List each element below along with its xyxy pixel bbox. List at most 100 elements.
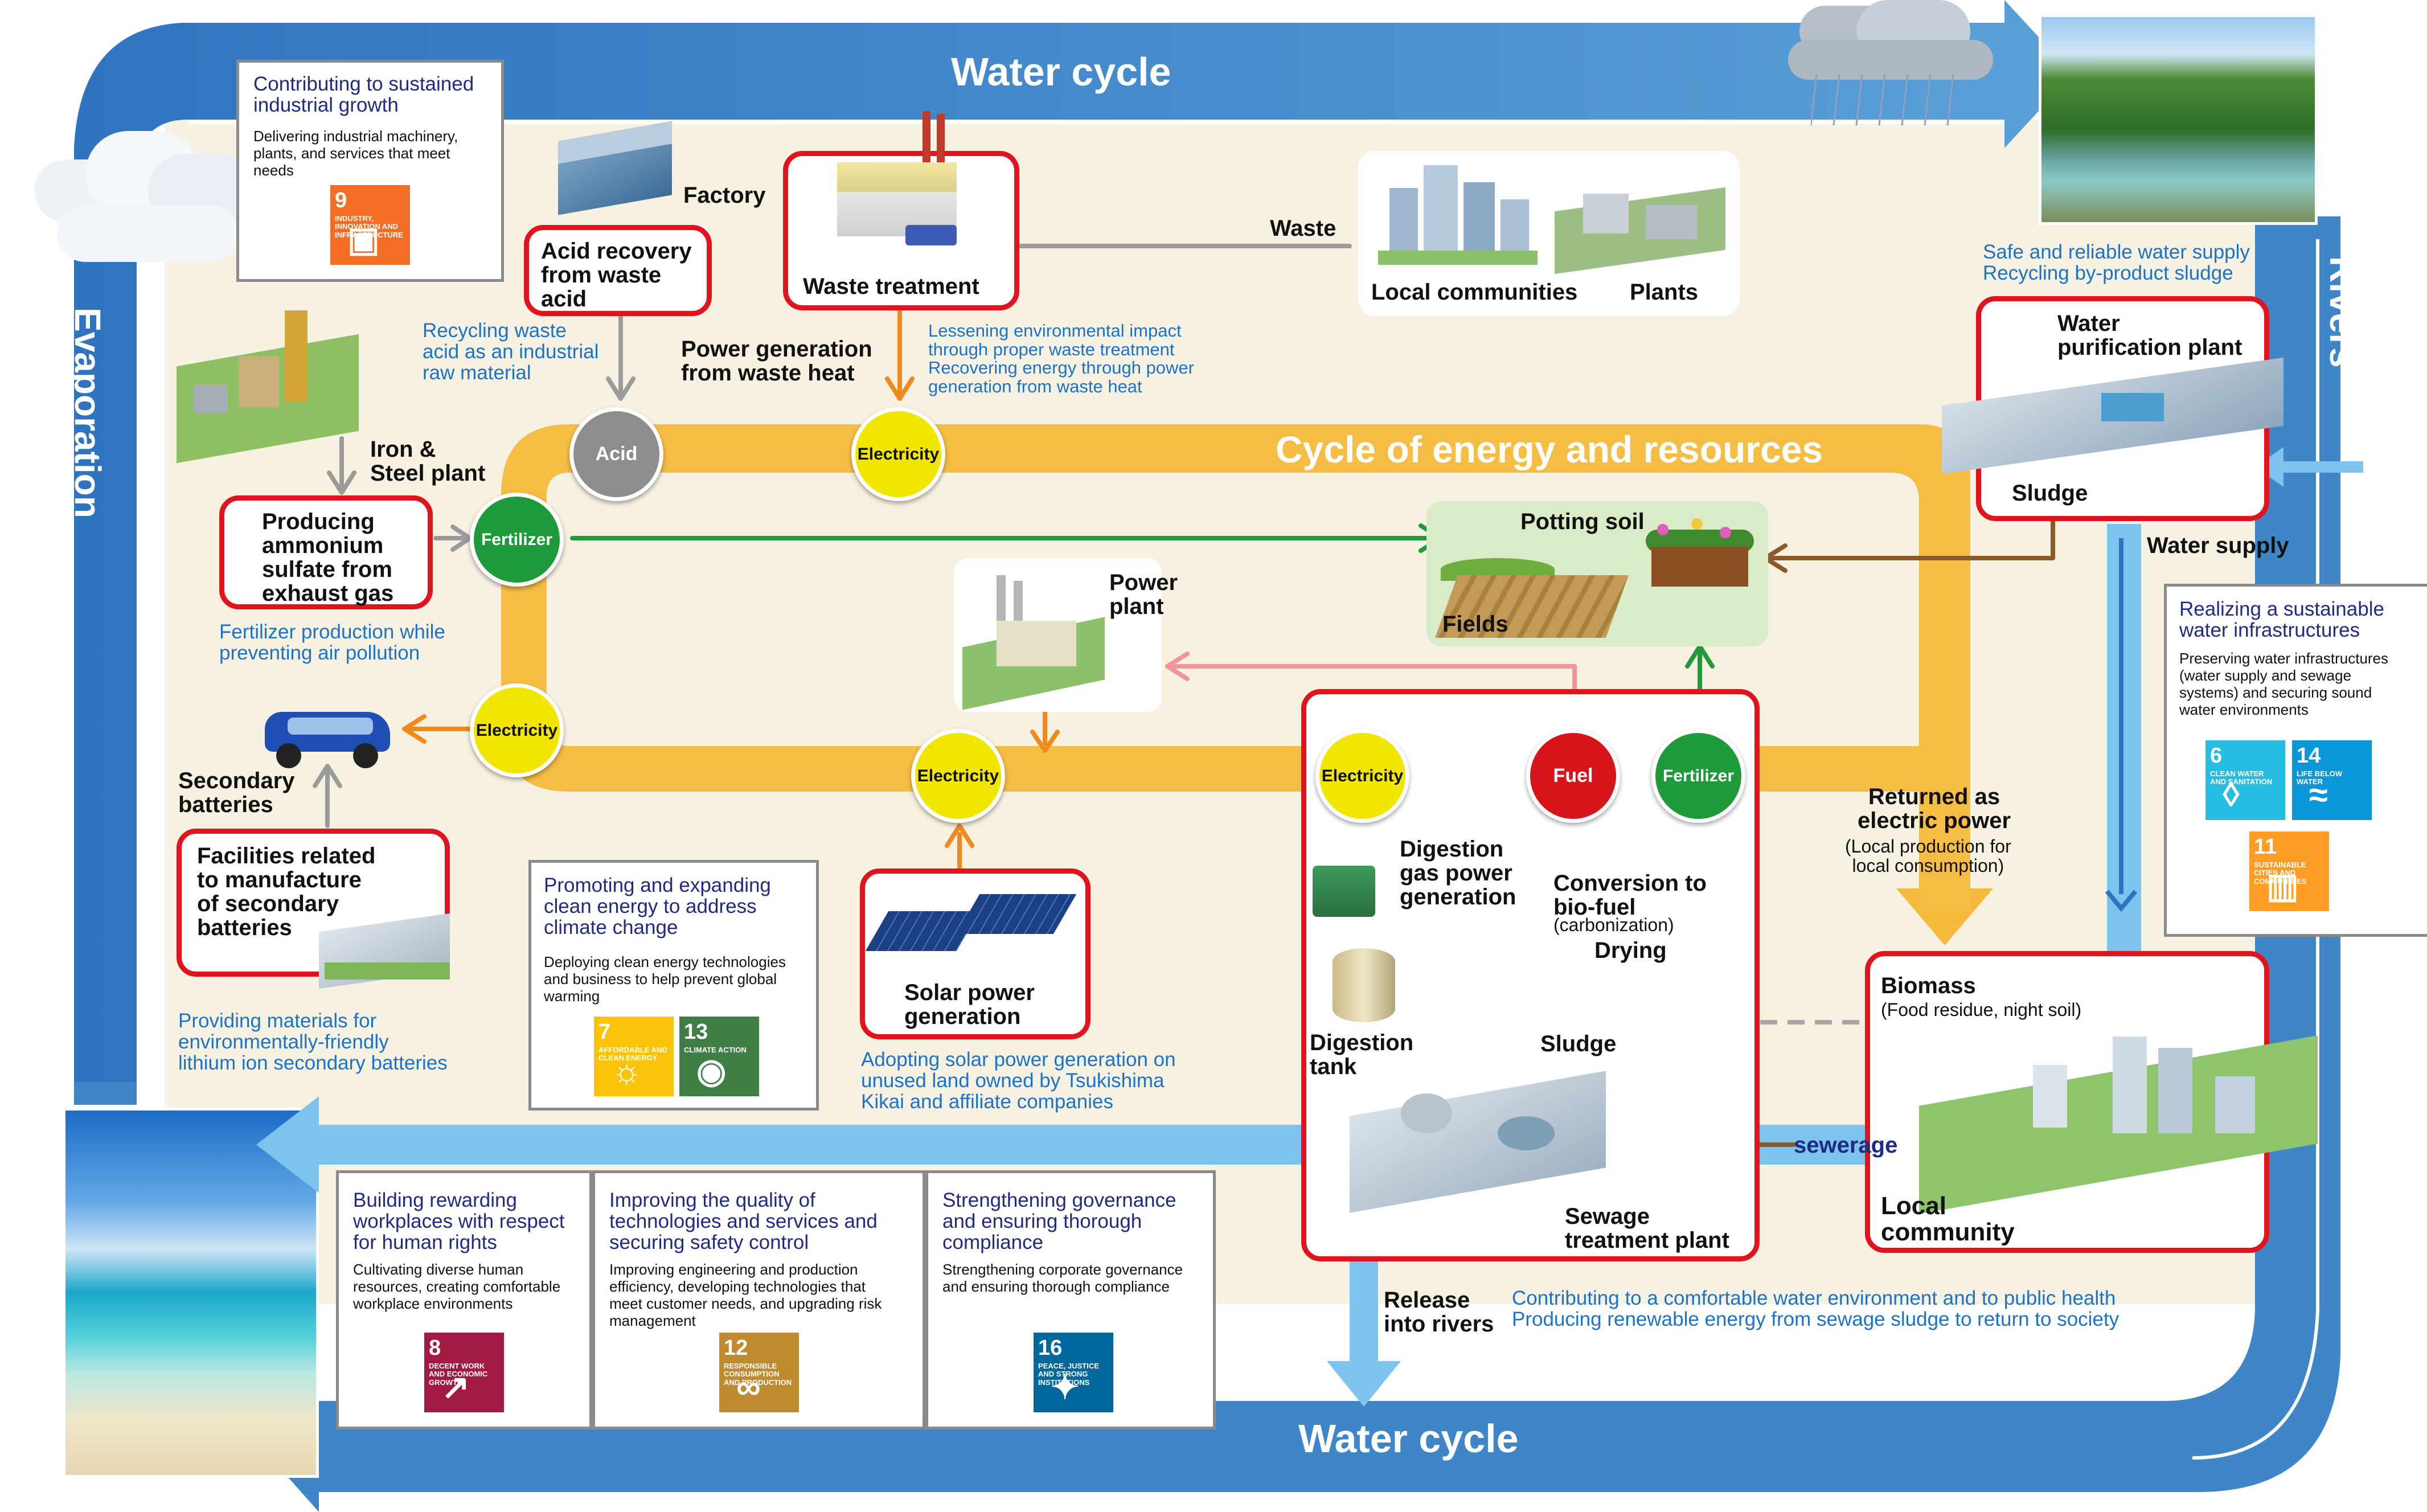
river-photo	[2039, 14, 2318, 225]
infinity-icon: ∞	[736, 1368, 761, 1406]
secondary-batteries-label: Secondary batteries	[178, 768, 295, 817]
car-illustration	[259, 689, 396, 769]
potting-box-illustration	[1640, 507, 1760, 598]
eye-globe-icon: ◉	[696, 1052, 727, 1090]
water-purification-label: Water purification plant	[2057, 311, 2242, 360]
fields-label: Fields	[1442, 612, 1508, 637]
cube-icon: ▣	[347, 220, 380, 259]
card-body: Strengthening corporate governance and e…	[942, 1261, 1183, 1295]
plants-label: Plants	[1630, 280, 1699, 305]
digestion-tank-illustration	[1333, 948, 1395, 1022]
sun-icon: ☼	[611, 1052, 642, 1090]
growth-chart-icon: ↗	[441, 1368, 470, 1406]
sludge-label-right: Sludge	[2012, 481, 2088, 506]
water-purification-illustration	[1942, 357, 2295, 474]
gas-generator-illustration	[1313, 866, 1375, 917]
city-icon: ▥	[2266, 867, 2299, 905]
card-governance: Strengthening governance and ensuring th…	[925, 1170, 1216, 1429]
card-title: Promoting and expanding clean energy to …	[544, 874, 771, 939]
fertilizer-production-text: Fertilizer production while preventing a…	[219, 621, 445, 664]
factory-label: Factory	[683, 183, 766, 208]
fish-icon: ≈	[2309, 776, 2328, 814]
producing-ammonium-label: Producing ammonium sulfate from exhaust …	[262, 509, 394, 606]
sdg-number: 13	[684, 1020, 708, 1044]
iron-steel-label: Iron & Steel plant	[370, 437, 486, 486]
waste-treatment-label: Waste treatment	[803, 274, 979, 299]
safe-water-text: Safe and reliable water supply Recycling…	[1983, 241, 2250, 284]
dove-icon: ✦	[1051, 1368, 1080, 1406]
power-gen-waste-heat-label: Power generation from waste heat	[681, 337, 872, 386]
sdg-label: CLEAN WATER AND SANITATION	[2210, 769, 2273, 786]
sdg-number: 12	[724, 1336, 748, 1360]
water-drop-icon: ◊	[2223, 776, 2240, 814]
local-community-label: Local community	[1881, 1192, 2015, 1247]
sdg-label: CLIMATE ACTION	[684, 1046, 747, 1054]
fertilizer-node-right: Fertilizer	[1651, 729, 1745, 823]
drying-label: Drying	[1594, 938, 1667, 963]
card-title: Improving the quality of technologies an…	[609, 1189, 878, 1253]
returned-power-label: Returned as electric power	[1858, 784, 2011, 833]
sdg-number: 6	[2210, 744, 2223, 768]
lessening-impact-text: Lessening environmental impact through p…	[928, 321, 1194, 396]
card-body: Cultivating diverse human resources, cre…	[353, 1261, 561, 1312]
acid-recovery-box	[524, 225, 712, 316]
sdg-label: RESPONSIBLE CONSUMPTION AND PRODUCTION	[724, 1362, 792, 1387]
sdg-label: INDUSTRY, INNOVATION AND INFRASTRUCTURE	[335, 214, 403, 239]
sludge-label-mid: Sludge	[1540, 1031, 1617, 1056]
sewerage-label: sewerage	[1794, 1133, 1898, 1158]
fertilizer-node-left: Fertilizer	[470, 493, 564, 587]
sdg-number: 9	[335, 189, 347, 212]
waste-treatment-illustration	[820, 111, 985, 259]
power-plant-label: Power plant	[1109, 570, 1178, 619]
rivers-label: Rivers	[2322, 256, 2364, 368]
local-production-label: (Local production for local consumption)	[1845, 836, 2011, 876]
solar-power-label: Solar power generation	[904, 980, 1035, 1029]
electricity-node-digestion: Electricity	[1315, 729, 1409, 823]
sdg-label: LIFE BELOW WATER	[2297, 769, 2343, 786]
cloud-image	[34, 125, 262, 268]
sdg-label: DECENT WORK AND ECONOMIC GROWTH	[429, 1362, 488, 1387]
potting-soil-label: Potting soil	[1520, 509, 1645, 534]
card-body: Preserving water infrastructures (water …	[2179, 650, 2389, 718]
local-community-illustration	[1919, 1025, 2329, 1214]
fuel-node: Fuel	[1526, 729, 1620, 823]
electricity-node-left: Electricity	[470, 683, 564, 777]
sewage-plant-label: Sewage treatment plant	[1565, 1204, 1729, 1253]
providing-materials-text: Providing materials for environmentally-…	[178, 1010, 448, 1074]
sdg-number: 7	[598, 1020, 611, 1044]
evaporation-label: Evaporation	[67, 308, 109, 518]
card-body: Improving engineering and production eff…	[609, 1261, 882, 1329]
sdg-number: 14	[2297, 744, 2321, 768]
waste-label: Waste	[1270, 216, 1337, 241]
recycling-waste-acid-text: Recycling waste acid as an industrial ra…	[423, 319, 599, 384]
electricity-node-top: Electricity	[851, 407, 945, 501]
digestion-gas-label: Digestion gas power generation	[1400, 837, 1516, 909]
power-plant-illustration	[962, 575, 1105, 710]
plants-illustration	[1549, 165, 1731, 274]
biomass-sub-label: (Food residue, night soil)	[1881, 999, 2082, 1020]
card-body: Delivering industrial machinery, plants,…	[253, 128, 458, 179]
facilities-batteries-label: Facilities related to manufacture of sec…	[197, 843, 376, 940]
contributing-water-text: Contributing to a comfortable water envi…	[1512, 1287, 2119, 1330]
fields-illustration	[1434, 547, 1629, 638]
steel-plant-illustration	[171, 310, 364, 464]
water-cycle-top-label: Water cycle	[951, 50, 1171, 94]
card-title: Building rewarding workplaces with respe…	[353, 1189, 565, 1253]
producing-ammonium-box	[219, 495, 433, 609]
sdg-label: AFFORDABLE AND CLEAN ENERGY	[598, 1046, 667, 1063]
factory-illustration	[547, 120, 683, 216]
sdg-label: SUSTAINABLE CITIES AND COMMUNITIES	[2254, 861, 2307, 886]
release-rivers-label: Release into rivers	[1384, 1288, 1494, 1337]
city-illustration	[1372, 154, 1543, 268]
digestion-tank-label: Digestion tank	[1310, 1030, 1414, 1079]
card-quality: Improving the quality of technologies an…	[592, 1170, 925, 1429]
solar-panel-illustration	[865, 888, 1077, 974]
rain-cloud-image	[1788, 0, 2004, 131]
